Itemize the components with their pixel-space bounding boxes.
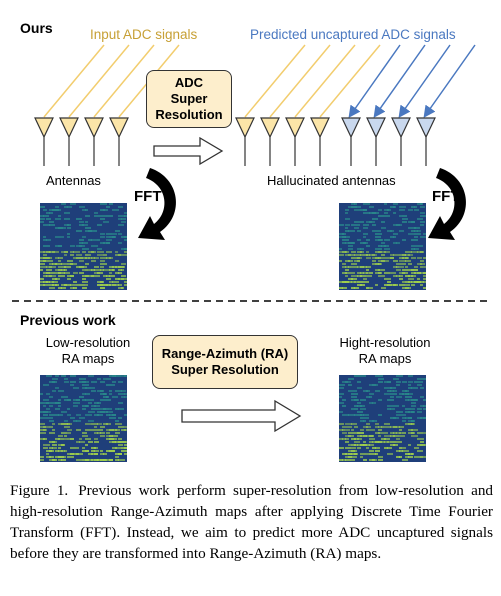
ra-map-low-res-bottom [40,375,127,462]
high-res-label-line2: RA maps [358,351,412,366]
figure-number: Figure 1. [10,482,69,499]
ra-map-high-res-bottom [339,375,426,462]
antennas-label: Antennas [46,173,101,188]
high-res-label-line1: Hight-resolution [339,335,431,350]
figure-caption: Figure 1.Previous work perform super-res… [10,480,493,564]
hallucinated-antennas-label: Hallucinated antennas [267,173,396,188]
ra-box-line2: Super Resolution [171,362,279,377]
input-antennas [34,117,129,166]
ra-super-resolution-box: Range-Azimuth (RA) Super Resolution [152,335,298,389]
fft-arrow-left [138,168,177,240]
ra-box-line1: Range-Azimuth (RA) [161,346,289,361]
predicted-signals-label: Predicted uncaptured ADC signals [250,27,456,42]
ra-map-low-res-top [40,203,127,290]
adc-box-line1: ADC [174,75,204,90]
caption-text: Previous work perform super-resolution f… [10,482,494,562]
hallucinated-antennas [235,117,436,166]
high-res-label: Hight-resolution RA maps [320,335,450,367]
adc-super-resolution-box: ADC Super Resolution [146,70,232,128]
fft-label-right: FFT [432,188,460,205]
adc-box-line3: Resolution [155,107,223,122]
low-res-label: Low-resolution RA maps [28,335,148,367]
fft-label-left: FFT [134,188,162,205]
section-label-ours: Ours [20,20,53,36]
ra-sr-flow-arrow [181,399,302,433]
adc-box-line2: Super [170,91,208,106]
adc-sr-flow-arrow [153,136,224,166]
low-res-label-line1: Low-resolution [45,335,131,350]
ra-map-image [40,375,127,462]
low-res-label-line2: RA maps [61,351,115,366]
ra-map-high-res-top [339,203,426,290]
fft-arrow-right [428,168,467,240]
ra-map-image [339,375,426,462]
figure-graphics [12,44,492,433]
input-signals-label: Input ADC signals [90,27,198,42]
section-label-previous: Previous work [20,312,116,328]
input-signal-arrows [43,44,381,118]
predicted-signal-arrows [348,44,476,118]
ra-map-image [339,203,426,290]
ra-map-image [40,203,127,290]
figure: Ours Input ADC signals Predicted uncaptu… [12,20,492,462]
